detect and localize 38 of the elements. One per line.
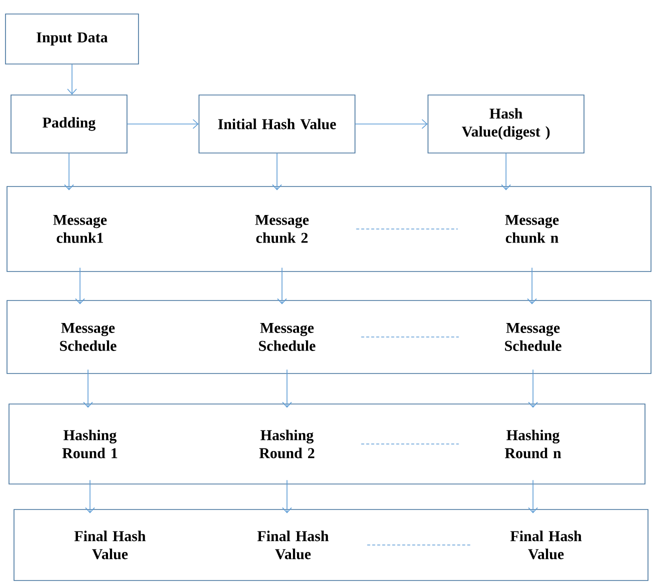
stage-label: Message Schedule (259, 323, 316, 351)
arrow (277, 267, 287, 304)
stage-label: Message Schedule (60, 323, 116, 351)
stage-label: Final Hash Value (257, 530, 329, 560)
stage-label: Message chunk1 (53, 215, 107, 243)
stage-band (8, 404, 646, 484)
dashed-connector (356, 228, 458, 230)
stage-label: Hashing Round n (504, 430, 562, 458)
stage-label: Final Hash Value (510, 530, 582, 560)
stage-label: Hashing Round 1 (62, 430, 118, 458)
arrow (282, 369, 292, 408)
arrow (67, 64, 77, 95)
arrow (127, 119, 199, 129)
arrow (75, 267, 85, 304)
process-box: Initial Hash Value (198, 94, 356, 154)
process-box: Input Data (5, 14, 139, 64)
stage-label: Message chunk 2 (255, 215, 309, 243)
arrow (501, 152, 511, 190)
stage-band (6, 186, 652, 272)
arrow (355, 119, 428, 129)
process-box: Padding (10, 94, 128, 154)
arrow (272, 152, 282, 190)
arrow (528, 480, 538, 514)
arrow (528, 369, 538, 408)
arrow (527, 267, 537, 304)
arrow (64, 152, 74, 190)
stage-label: Final Hash Value (74, 530, 146, 560)
process-box: Hash Value(digest ) (428, 94, 584, 154)
arrow (282, 480, 292, 514)
stage-label: Message chunk n (505, 215, 559, 243)
stage-band (6, 300, 652, 374)
arrow (83, 369, 93, 408)
dashed-connector (366, 544, 472, 546)
dashed-connector (360, 336, 460, 338)
stage-band (14, 509, 648, 581)
arrow (85, 480, 95, 514)
stage-label: Hashing Round 2 (259, 430, 314, 458)
stage-label: Message Schedule (505, 323, 562, 351)
